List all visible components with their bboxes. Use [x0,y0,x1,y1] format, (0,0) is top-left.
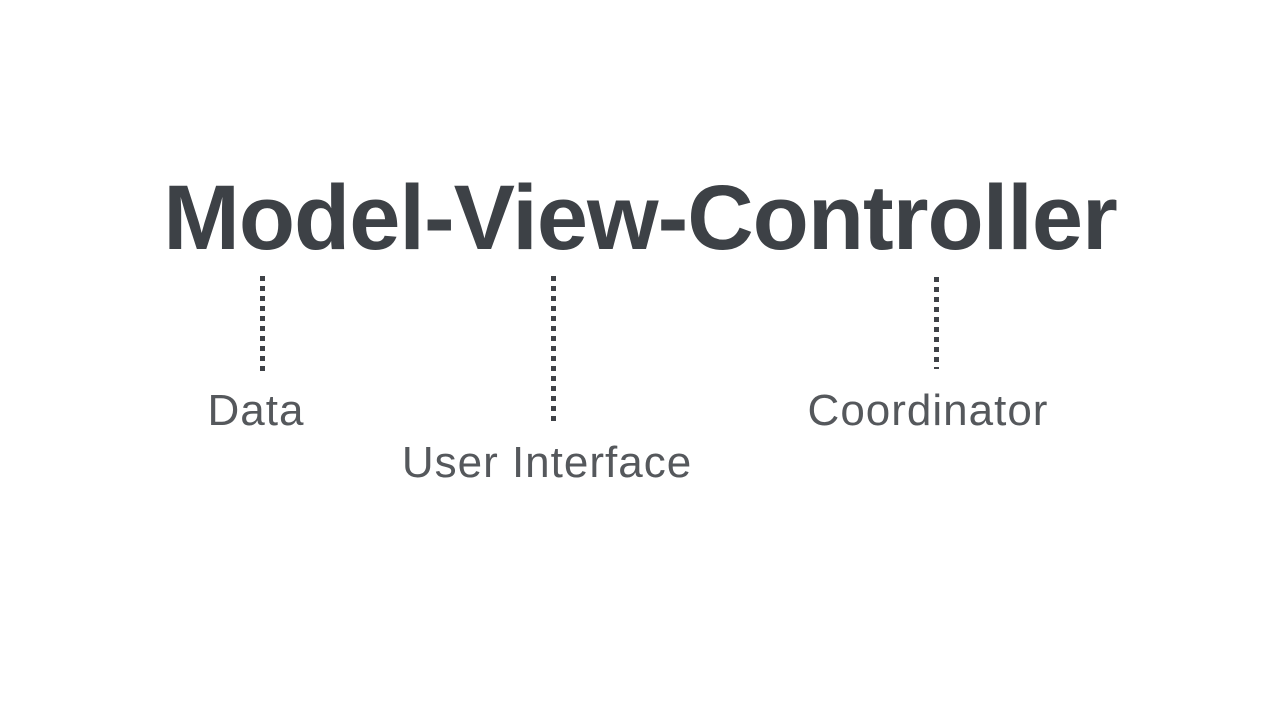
label-view-user-interface: User Interface [401,438,693,487]
label-controller-coordinator: Coordinator [807,386,1049,435]
dotted-connector-view [551,276,556,422]
label-model-data: Data [207,386,305,435]
dotted-connector-model [260,276,265,372]
diagram-title: Model-View-Controller [163,167,1118,269]
dotted-connector-controller [934,277,939,369]
